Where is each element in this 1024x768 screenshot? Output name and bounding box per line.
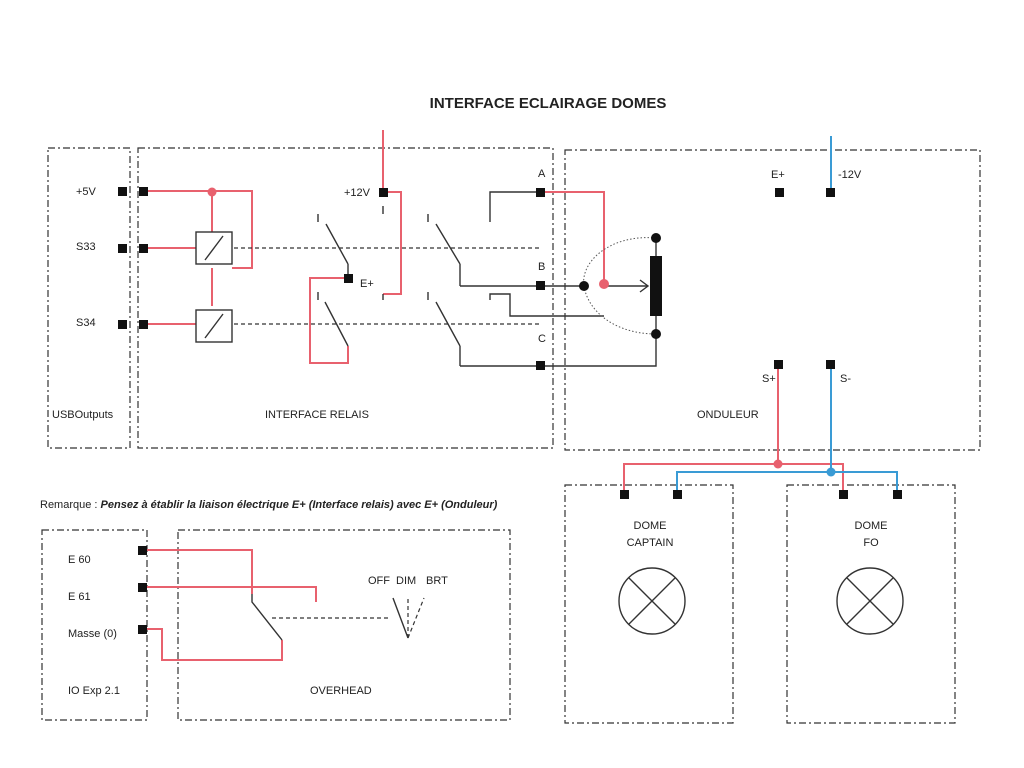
remark-note: Remarque : Pensez à établir la liaison é… [40, 499, 498, 511]
terminal-e-plus [344, 274, 353, 283]
relay-1-contact [317, 206, 384, 278]
pin-label-masse: Masse (0) [68, 628, 117, 640]
terminal-onduleur-minus-12v [826, 188, 835, 197]
junction-s-minus [826, 467, 836, 477]
label-output-b: B [538, 261, 545, 273]
dome-captain-lamp-icon [618, 567, 686, 635]
rotary-selector-off [392, 597, 409, 639]
pin-label-e60: E 60 [68, 554, 91, 566]
relay-2-common-b [460, 285, 604, 317]
wire-masse [147, 628, 283, 661]
usb-outputs-label: USBOutputs [52, 409, 114, 421]
dome-fo-name: FO [863, 537, 879, 549]
pot-node-bottom [651, 329, 661, 339]
pot-node-top [651, 233, 661, 243]
terminal-masse [138, 625, 147, 634]
terminal-e61 [138, 583, 147, 592]
relay-coil-2 [195, 309, 233, 343]
terminal-onduleur-s-plus [774, 360, 783, 369]
overhead-label: OVERHEAD [310, 685, 372, 697]
label-position-dim: DIM [396, 575, 416, 587]
dome-fo-title: DOME [855, 520, 888, 532]
pin-label-e61: E 61 [68, 591, 91, 603]
wire-e61 [147, 586, 317, 602]
onduleur-label: ONDULEUR [697, 409, 759, 421]
terminal-usb-s33 [118, 244, 127, 253]
label-output-c: C [538, 333, 546, 345]
terminal-relais-s33 [139, 244, 148, 253]
dome-captain-title: DOME [634, 520, 667, 532]
relay-coil-2-slash [204, 313, 224, 339]
label-s-plus: S+ [762, 373, 776, 385]
terminal-12v [379, 188, 388, 197]
io-exp-label: IO Exp 2.1 [68, 685, 120, 697]
pin-label-5v: +5V [76, 186, 97, 198]
interface-relais-box [137, 147, 554, 449]
label-output-a: A [538, 168, 546, 180]
remark-text: Pensez à établir la liaison électrique E… [101, 499, 498, 511]
junction-5v [207, 187, 217, 197]
dome-captain-name: CAPTAIN [627, 537, 674, 549]
wire-e60 [147, 549, 253, 594]
terminal-onduleur-s-minus [826, 360, 835, 369]
wire-s-plus [623, 369, 844, 490]
label-onduleur-e-plus: E+ [771, 169, 785, 181]
wire-e-plus [309, 277, 349, 364]
onduleur-box [564, 149, 981, 451]
potentiometer [650, 256, 662, 316]
terminal-captain-minus [673, 490, 682, 499]
terminal-relais-5v [139, 187, 148, 196]
relay-2-contact [427, 214, 461, 366]
dome-fo-box [786, 484, 956, 724]
pin-label-s34: S34 [76, 317, 96, 329]
label-s-minus: S- [840, 373, 851, 385]
terminal-e60 [138, 546, 147, 555]
wire-s-minus [676, 369, 898, 490]
dome-captain-box [564, 484, 734, 724]
relay-coil-1 [195, 231, 233, 265]
pin-label-s33: S33 [76, 241, 96, 253]
relay-1b-contact [317, 292, 384, 347]
wire-output-a [545, 191, 605, 284]
terminal-fo-plus [839, 490, 848, 499]
terminal-relais-s34 [139, 320, 148, 329]
terminal-captain-plus [620, 490, 629, 499]
terminal-fo-minus [893, 490, 902, 499]
terminal-onduleur-e-plus [775, 188, 784, 197]
terminal-usb-s34 [118, 320, 127, 329]
rotary-selector-brt [407, 597, 425, 639]
interface-relais-label: INTERFACE RELAIS [265, 409, 369, 421]
pot-node-b [579, 281, 589, 291]
potentiometer-wiper [604, 279, 650, 293]
terminal-output-c [536, 361, 545, 370]
label-e-plus: E+ [360, 278, 374, 290]
relay-2-common-a [489, 191, 540, 222]
terminal-output-a [536, 188, 545, 197]
remark-prefix: Remarque : [40, 499, 101, 511]
relay-coil-1-slash [204, 235, 224, 261]
label-12v: +12V [344, 187, 371, 199]
overhead-switch [251, 594, 283, 641]
usb-outputs-box [47, 147, 131, 449]
dome-fo-lamp-icon [836, 567, 904, 635]
junction-s-plus [773, 459, 783, 469]
wire-output-c [545, 334, 657, 367]
wire-5v-feed [148, 190, 253, 306]
terminal-output-b [536, 281, 545, 290]
label-position-off: OFF [368, 575, 390, 587]
overhead-box [177, 529, 511, 721]
terminal-usb-5v [118, 187, 127, 196]
pot-node-a [599, 279, 609, 289]
diagram-title: INTERFACE ECLAIRAGE DOMES [430, 95, 667, 112]
wire-12v-supply [382, 130, 402, 295]
label-onduleur-minus-12v: -12V [838, 169, 862, 181]
label-position-brt: BRT [426, 575, 448, 587]
